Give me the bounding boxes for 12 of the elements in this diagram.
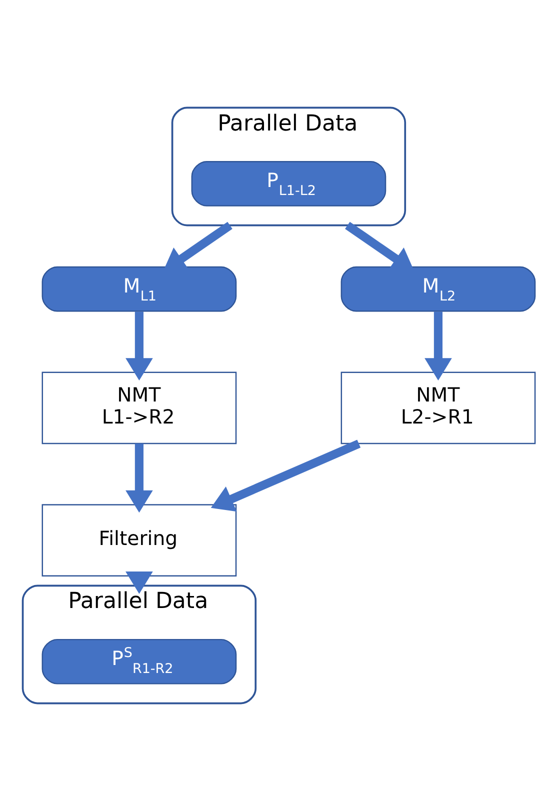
arrow [210,439,361,512]
arrow [126,443,153,512]
arrow [126,571,153,594]
arrow [126,311,153,380]
node-box: NMT L1->R2 [42,371,237,444]
node-box: NMT L2->R1 [340,371,536,444]
arrow [163,221,232,271]
arrow [424,311,452,380]
node-box: M$_{L1}$ [42,266,237,312]
node-box: P$_{L1-L2}$ [191,160,386,206]
arrow [345,221,414,271]
node-box: M$_{L2}$ [340,266,536,312]
